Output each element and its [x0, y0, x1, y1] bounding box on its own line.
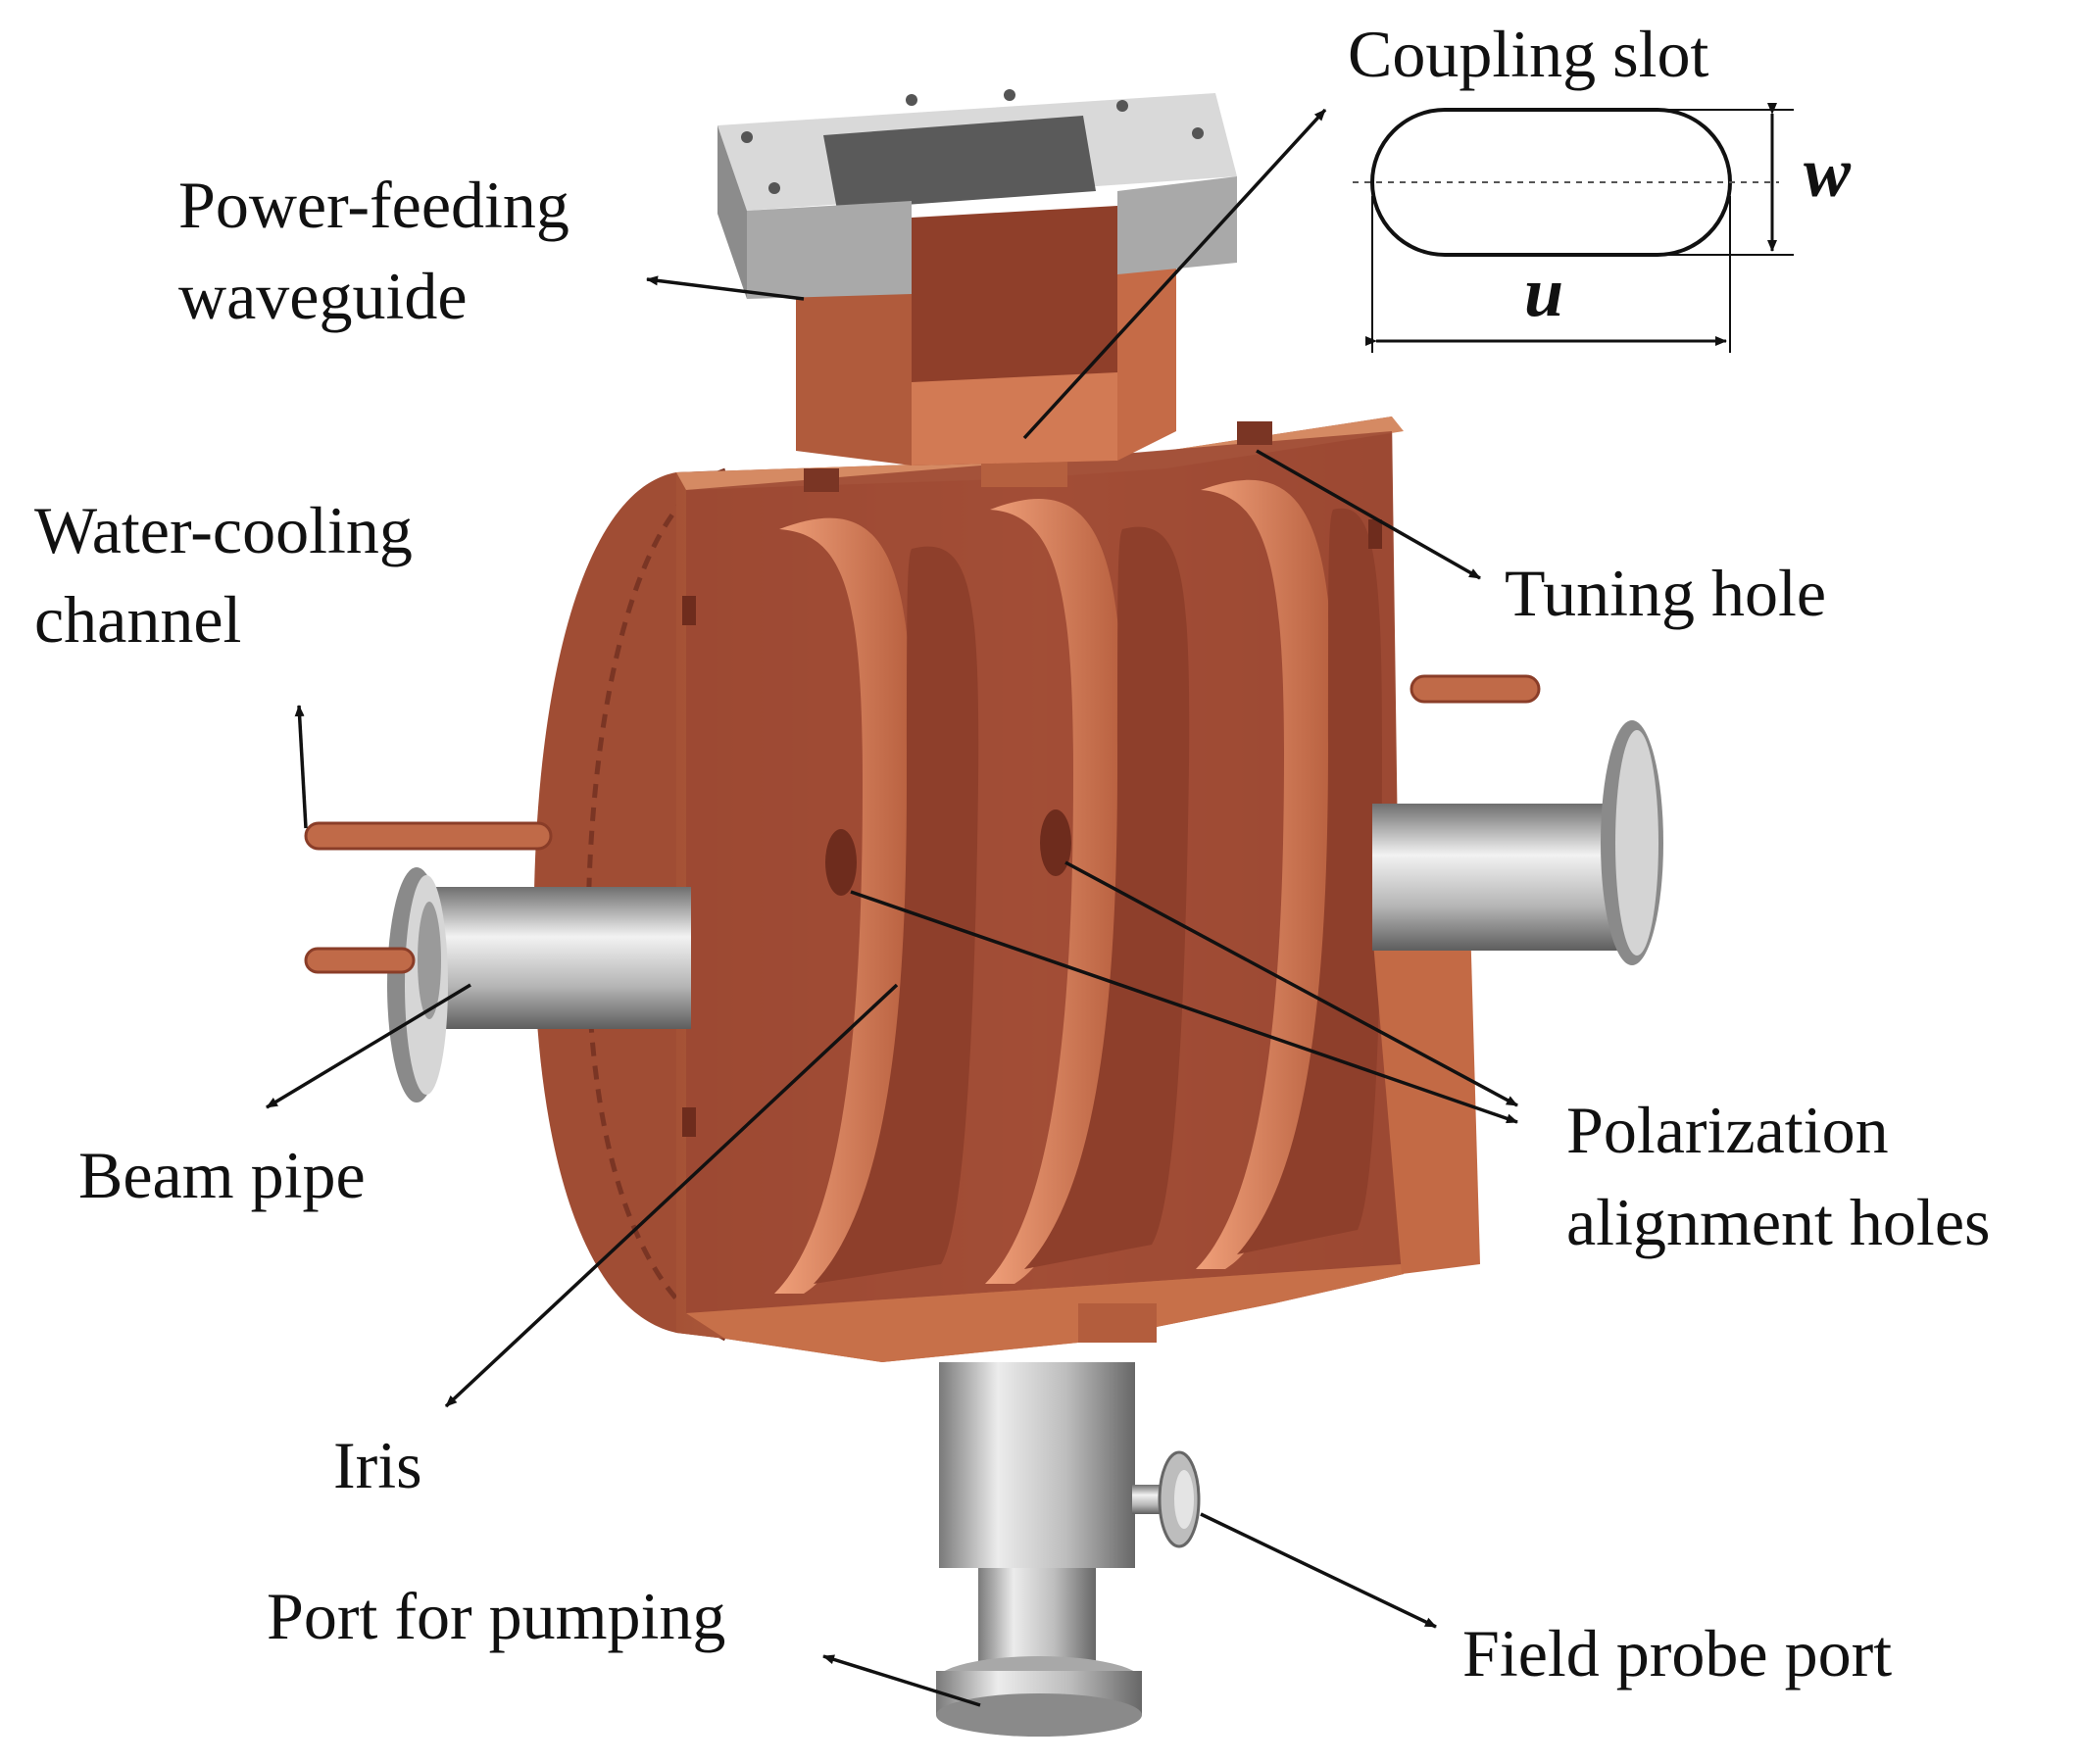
arrow-water-cooling — [294, 705, 308, 829]
label-field-probe: Field probe port — [1462, 1616, 1892, 1690]
tuning-hole-2 — [1237, 421, 1272, 445]
label-u: u — [1524, 253, 1563, 331]
label-polarization-1: Polarization — [1566, 1093, 1889, 1167]
label-power-feeding-1: Power-feeding — [178, 168, 569, 242]
cooling-pipe-left-lower — [304, 947, 416, 974]
flange-bolt-1 — [741, 131, 753, 143]
arrow-field-probe — [1200, 1512, 1437, 1629]
beam-pipe-right-tube — [1372, 804, 1637, 951]
waveguide — [717, 89, 1237, 466]
cavity-right-flange-block — [1372, 921, 1480, 1274]
arrow-polarization-2 — [1064, 860, 1518, 1107]
label-iris: Iris — [333, 1428, 422, 1502]
label-port-pumping: Port for pumping — [267, 1579, 725, 1653]
label-tuning-hole: Tuning hole — [1505, 556, 1826, 630]
cavity-rim-edge — [585, 467, 727, 1342]
flange-bolt-6 — [768, 182, 780, 194]
waveguide-flange-opening — [823, 116, 1096, 210]
cell-rib-1 — [774, 517, 913, 1294]
probe-flange-face — [1174, 1470, 1194, 1529]
water-cooling-pipes — [304, 674, 1541, 974]
arrow-port-pumping — [822, 1654, 981, 1707]
beam-pipe-right-flange-face — [1615, 730, 1658, 956]
waveguide-flange-front — [747, 201, 912, 299]
beam-pipe-left — [387, 867, 691, 1102]
beam-pipe-right — [1372, 720, 1663, 965]
flange-bolt-5 — [1192, 127, 1204, 139]
bottom-boss — [1078, 1303, 1157, 1343]
flange-bolt-2 — [906, 94, 917, 106]
label-coupling-slot: Coupling slot — [1348, 17, 1708, 91]
cell-cavity-2 — [1024, 526, 1190, 1269]
beam-pipe-left-bore — [418, 902, 441, 1019]
labels: Coupling slot w u Power-feeding waveguid… — [34, 17, 1990, 1690]
waveguide-flange-front-right — [1117, 176, 1237, 274]
edge-slot-2 — [682, 1107, 696, 1137]
edge-slot-3 — [1368, 519, 1382, 549]
arrow-tuning-hole — [1256, 449, 1481, 580]
leader-arrows — [266, 108, 1518, 1707]
label-water-cooling-2: channel — [34, 582, 241, 657]
cell-rib-3 — [1196, 479, 1334, 1269]
alignment-hole-2 — [1040, 809, 1071, 876]
pump-flange-bottom — [936, 1693, 1142, 1737]
coupling-slot-inset — [1353, 103, 1794, 353]
cell-cavity-1 — [814, 546, 979, 1284]
label-w: w — [1804, 133, 1852, 212]
alignment-hole-1 — [825, 829, 857, 896]
pumping-port-assembly — [936, 1362, 1201, 1737]
pump-tube-upper — [939, 1362, 1135, 1568]
label-polarization-2: alignment holes — [1566, 1185, 1990, 1259]
arrow-power-feeding — [646, 275, 805, 301]
waveguide-flange-front-left — [717, 125, 747, 299]
cooling-pipe-left-upper — [304, 821, 553, 851]
waveguide-inner-floor — [912, 372, 1117, 466]
cell-cavity-3 — [1237, 508, 1382, 1254]
arrow-polarization-1 — [850, 890, 1518, 1124]
label-water-cooling-1: Water-cooling — [34, 493, 413, 567]
arrow-coupling-slot — [1022, 108, 1327, 440]
tuning-hole-1 — [804, 468, 839, 492]
cooling-pipe-right — [1410, 674, 1541, 704]
flange-bolt-4 — [1116, 100, 1128, 112]
cavity-top-face — [676, 416, 1404, 490]
beam-pipe-left-tube — [407, 887, 691, 1029]
edge-slot-1 — [682, 596, 696, 625]
cell-rib-2 — [985, 499, 1123, 1284]
flange-bolt-3 — [1004, 89, 1015, 101]
arrow-beam-pipe — [266, 983, 471, 1109]
arrow-iris — [444, 983, 899, 1408]
label-power-feeding-2: waveguide — [178, 259, 468, 333]
label-beam-pipe: Beam pipe — [78, 1138, 366, 1212]
cavity-bottom-ledge — [686, 1264, 1404, 1362]
